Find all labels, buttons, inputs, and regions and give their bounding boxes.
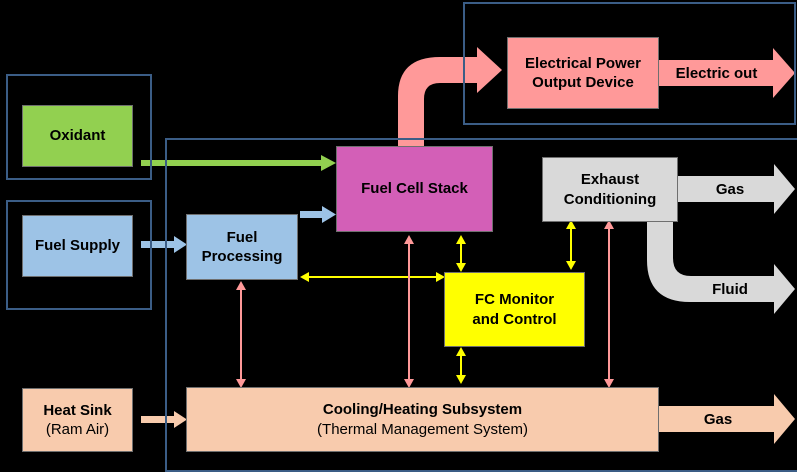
oxidant-frame: [6, 74, 152, 180]
fuel-processing-label-line2: Processing: [201, 248, 283, 265]
monitor-cooling-control-link: [456, 347, 466, 384]
oxidant-to-stack-arrow: [141, 155, 336, 171]
thermal-gas-arrow: [659, 394, 795, 444]
fuel-cell-stack-node: Fuel Cell Stack: [336, 146, 493, 232]
fc-monitor-node: FC Monitor and Control: [444, 272, 585, 347]
heat-sink-label-line2: (Ram Air): [45, 421, 110, 438]
processing-monitor-control-link: [300, 272, 445, 282]
exhaust-conditioning-label-line2: Conditioning: [563, 190, 657, 208]
electrical-output-node: Electrical Power Output Device: [507, 37, 659, 109]
electrical-frame: [463, 2, 796, 125]
exhaust-gas-label: Gas: [715, 180, 745, 198]
cooling-heating-label-line2: (Thermal Management System): [317, 420, 528, 438]
electrical-output-label-line1: Electrical Power: [525, 54, 641, 72]
heat-sink-label-line1: Heat Sink: [43, 401, 112, 419]
exhaust-conditioning-node: Exhaust Conditioning: [542, 157, 678, 222]
cooling-heating-label-line1: Cooling/Heating Subsystem: [322, 401, 523, 419]
stack-cooling-thermal-link: [404, 235, 414, 388]
cooling-heating-node: Cooling/Heating Subsystem (Thermal Manag…: [186, 387, 659, 452]
fuel-processing-label-line1: Fuel: [226, 228, 258, 246]
thermal-gas-label: Gas: [703, 410, 733, 428]
heat-sink-node: Heat Sink (Ram Air): [22, 388, 133, 452]
electric-out-arrow: [659, 48, 795, 98]
stack-to-electrical-arrow: [398, 47, 502, 147]
exhaust-conditioning-label-line1: Exhaust: [580, 171, 640, 189]
exhaust-fluid-label: Fluid: [712, 280, 748, 298]
stack-monitor-control-link: [456, 235, 466, 272]
fuel-supply-label: Fuel Supply: [34, 237, 120, 255]
electrical-output-label-line2: Output Device: [532, 74, 634, 91]
exhaust-gas-arrow: [678, 164, 795, 214]
exhaust-monitor-control-link: [566, 220, 576, 270]
fuel-supply-to-processing-arrow: [141, 236, 187, 253]
exhaust-fluid-arrow: [647, 222, 795, 314]
fc-monitor-label-line2: and Control: [472, 310, 557, 328]
oxidant-node: Oxidant: [22, 105, 133, 167]
fuel-cell-stack-label: Fuel Cell Stack: [361, 180, 468, 198]
fc-monitor-label-line1: FC Monitor: [474, 291, 555, 309]
fuel-supply-node: Fuel Supply: [22, 215, 133, 277]
processing-to-stack-arrow: [300, 206, 336, 223]
exhaust-cooling-thermal-link: [604, 220, 614, 388]
fuel-supply-frame: [6, 200, 152, 310]
heat-sink-to-cooling-arrow: [141, 411, 187, 428]
fuel-processing-node: Fuel Processing: [186, 214, 298, 280]
electric-out-label: Electric out: [675, 64, 758, 82]
processing-cooling-thermal-link: [236, 281, 246, 388]
oxidant-label: Oxidant: [49, 127, 106, 145]
